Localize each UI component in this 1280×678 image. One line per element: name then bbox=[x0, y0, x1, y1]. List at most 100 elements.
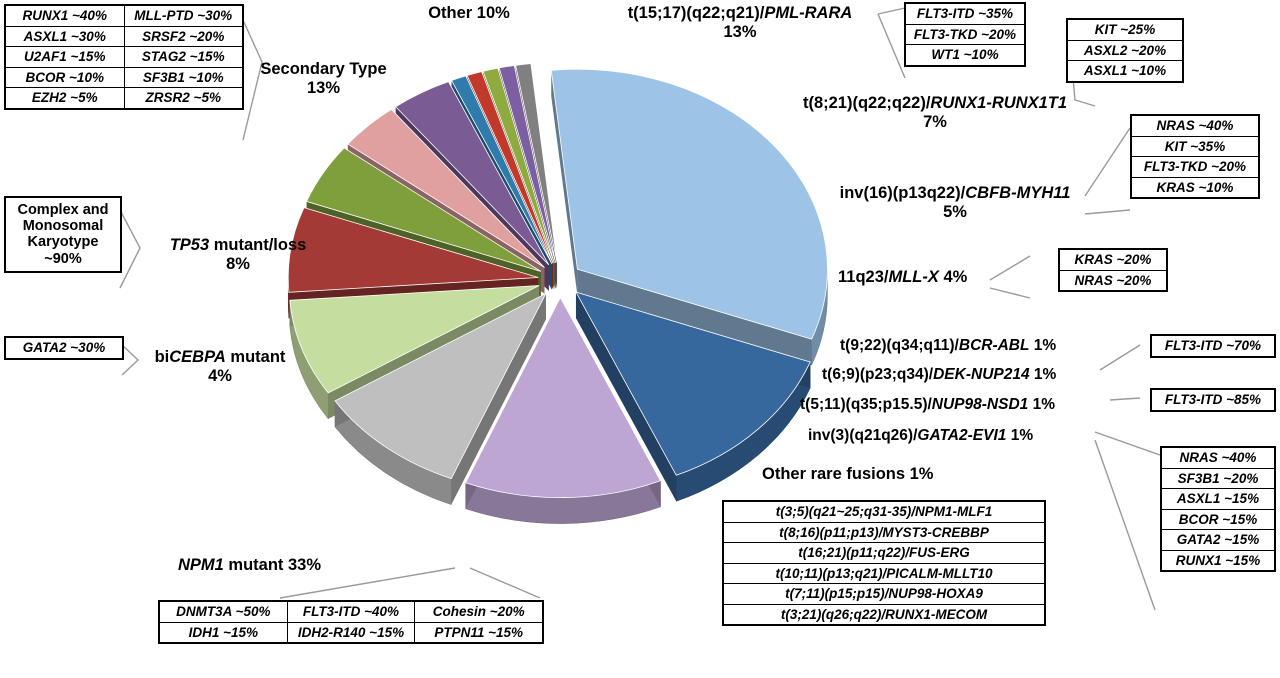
pml-rara-pct: 13% bbox=[723, 22, 757, 41]
annotation-row: ASXL1 ~30% SRSF2 ~20% bbox=[6, 26, 242, 47]
dek-cytogenetics: t(6;9)(p23;q34)/ bbox=[822, 366, 934, 383]
annotation-row: KRAS ~20% bbox=[1060, 250, 1166, 271]
pie-slice-wall-NPM1 mutant bbox=[577, 269, 812, 366]
other-rare-text: Other rare fusions 1% bbox=[762, 465, 934, 483]
annotation-cell: KRAS ~20% bbox=[1074, 252, 1152, 267]
pie-slice-biCEBPA mutant[interactable] bbox=[347, 108, 545, 268]
annotation-secondary-type: RUNX1 ~40%MLL-PTD ~30%ASXL1 ~30% SRSF2 ~2… bbox=[4, 4, 244, 110]
pie-slice-t(15;17)(q22;q21)/PML-RARA[interactable] bbox=[575, 291, 811, 476]
pie-slice-11q23/MLL-X[interactable] bbox=[395, 81, 550, 266]
pie-slice-inv(3)(q21q26)/GATA2-EVI1[interactable] bbox=[498, 65, 557, 263]
annotation-cell: SRSF2 ~20% bbox=[142, 28, 225, 44]
annotation-row: t(3;5)(q21~25;q31-35)/NPM1-MLF1 bbox=[724, 502, 1044, 523]
gata2-cytogenetics: inv(3)(q21q26)/ bbox=[808, 427, 918, 444]
annotation-cell: PTPN11 ~15% bbox=[434, 624, 524, 640]
pie-label-cbfb-myh11: inv(16)(p13q22)/CBFB-MYH11 5% bbox=[820, 184, 1090, 222]
annotation-cell: DNMT3A ~50% bbox=[160, 602, 288, 622]
annotation-row: FLT3-TKD ~20% bbox=[906, 25, 1024, 45]
annotation-cell: ASXL2 ~20% bbox=[1083, 42, 1167, 58]
nup98-gene: NUP98-NSD1 bbox=[931, 396, 1029, 413]
npm1-gene: NPM1 bbox=[178, 556, 224, 574]
annotation-row: FLT3-ITD ~85% bbox=[1152, 390, 1274, 410]
annotation-row: DNMT3A ~50%FLT3-ITD ~40% Cohesin ~20% bbox=[160, 602, 542, 623]
annotation-row: t(10;11)(p13;q21)/PICALM-MLLT10 bbox=[724, 564, 1044, 584]
runx1-pct: 7% bbox=[923, 112, 947, 131]
annotation-cell: KRAS ~10% bbox=[1156, 179, 1234, 195]
annotation-cell: GATA2 ~15% bbox=[1176, 532, 1260, 547]
annotation-cell: BCOR ~10% bbox=[6, 67, 125, 87]
annotation-cell: t(7;11)(p15;p15)/NUP98-HOXA9 bbox=[785, 586, 983, 601]
annotation-row: SF3B1 ~20% bbox=[1162, 469, 1274, 489]
annotation-cell: SF3B1 ~20% bbox=[1177, 470, 1259, 486]
annotation-mll-x: KRAS ~20%NRAS ~20% bbox=[1058, 248, 1168, 292]
annotation-cell: EZH2 ~5% bbox=[6, 88, 125, 108]
annotation-row: RUNX1 ~40%MLL-PTD ~30% bbox=[6, 6, 242, 27]
pie-slice-Other rare fusions[interactable] bbox=[515, 63, 558, 263]
bicebpa-gene: CEBPA bbox=[169, 348, 226, 366]
pie-slice-NPM1 mutant[interactable] bbox=[550, 68, 828, 340]
pie-slice-wall-Other bbox=[451, 293, 546, 505]
annotation-cell: U2AF1 ~15% bbox=[6, 47, 125, 67]
pie-label-mll-x: 11q23/MLL-X 4% bbox=[838, 268, 967, 287]
annotation-cell: FLT3-ITD ~85% bbox=[1164, 392, 1262, 407]
annotation-row: FLT3-TKD ~20% bbox=[1132, 157, 1258, 178]
annotation-cell: BCOR ~15% bbox=[1178, 511, 1258, 527]
annotation-cell: KIT ~25% bbox=[1094, 22, 1156, 37]
annotation-cell: FLT3-ITD ~70% bbox=[1164, 338, 1262, 353]
annotation-row: KRAS ~10% bbox=[1132, 178, 1258, 198]
pie-slice-Secondary Type[interactable] bbox=[465, 296, 662, 498]
annotation-cell: ASXL1 ~30% bbox=[6, 26, 125, 46]
annotation-cell: t(16;21)(p11;q22)/FUS-ERG bbox=[798, 545, 970, 560]
annotation-cell: GATA2 ~30% bbox=[22, 340, 106, 355]
pie-label-bcr-abl: t(9;22)(q34;q11)/BCR-ABL 1% bbox=[840, 337, 1056, 355]
pie-slice-t(9;22)(q34;q11)/BCR-ABL[interactable] bbox=[450, 75, 553, 264]
annotation-cell: Cohesin ~20% bbox=[432, 604, 525, 619]
pie-slice-t(5;11)(q35;p15.5)/NUP98-NSD1[interactable] bbox=[482, 67, 555, 264]
annotation-row: KIT ~35% bbox=[1132, 137, 1258, 157]
annotation-cell: IDH2-R140 ~15% bbox=[288, 622, 416, 642]
annotation-cell: ASXL1 ~10% bbox=[1083, 63, 1167, 78]
pie-slice-TP53 mutant/loss[interactable] bbox=[289, 285, 540, 394]
mllx-gene: MLL-X bbox=[888, 268, 939, 286]
pie-slice-inv(16)(p13q22)/CBFB-MYH11[interactable] bbox=[306, 147, 542, 272]
cbfb-gene: CBFB-MYH11 bbox=[965, 184, 1071, 202]
annotation-row: U2AF1 ~15%STAG2 ~15% bbox=[6, 47, 242, 68]
annotation-cell: KIT ~35% bbox=[1164, 138, 1226, 154]
runx1-gene: RUNX1-RUNX1T1 bbox=[930, 94, 1068, 112]
annotation-bicebpa: GATA2 ~30% bbox=[4, 336, 124, 360]
pie-slice-wall-t(15;17)(q22;q21)/PML-RARA bbox=[575, 292, 677, 502]
annotation-pml-rara: FLT3-ITD ~35%FLT3-TKD ~20% WT1 ~10% bbox=[904, 2, 1026, 67]
pie-label-runx1-runx1t1: t(8;21)(q22;q22)/RUNX1-RUNX1T1 7% bbox=[775, 94, 1095, 132]
annotation-gata2-evi1: NRAS ~40%SF3B1 ~20%ASXL1 ~15%BCOR ~15%GA… bbox=[1160, 446, 1276, 572]
pie-slice-t(6;9)(p23;q34)/DEK-NUP214[interactable] bbox=[466, 71, 554, 264]
annotation-row: FLT3-ITD ~70% bbox=[1152, 336, 1274, 356]
annotation-cell: WT1 ~10% bbox=[931, 47, 999, 62]
pie-label-gata2-evi1: inv(3)(q21q26)/GATA2-EVI1 1% bbox=[808, 427, 1033, 445]
bicebpa-prefix: bi bbox=[154, 348, 170, 366]
annotation-row: EZH2 ~5%ZRSR2 ~5% bbox=[6, 88, 242, 108]
pie-label-other-rare-fusions: Other rare fusions 1% bbox=[762, 465, 933, 484]
dek-pct: 1% bbox=[1029, 366, 1057, 383]
annotation-row: t(3;21)(q26;q22)/RUNX1-MECOM bbox=[724, 605, 1044, 625]
pie-slice-Other[interactable] bbox=[334, 292, 547, 480]
annotation-row: FLT3-ITD ~35% bbox=[906, 4, 1024, 25]
secondary-text: Secondary Type bbox=[260, 60, 387, 78]
annotation-row: NRAS ~40% bbox=[1162, 448, 1274, 469]
mllx-pct: 4% bbox=[938, 268, 968, 286]
npm1-pct: mutant 33% bbox=[223, 556, 322, 574]
annotation-cell: t(3;21)(q26;q22)/RUNX1-MECOM bbox=[780, 606, 988, 622]
pie-slice-wall-NPM1 mutant bbox=[551, 70, 578, 296]
pml-rara-gene: PML-RARA bbox=[764, 4, 853, 22]
annotation-row: t(7;11)(p15;p15)/NUP98-HOXA9 bbox=[724, 584, 1044, 605]
annotation-cell: FLT3-TKD ~20% bbox=[1143, 159, 1247, 174]
annotation-cbfb-myh11: NRAS ~40%KIT ~35%FLT3-TKD ~20%KRAS ~10% bbox=[1130, 114, 1260, 199]
annotation-cell: RUNX1 ~15% bbox=[1175, 552, 1261, 568]
annotation-cell: MLL-PTD ~30% bbox=[134, 8, 233, 23]
pie-slice-t(8;21)(q22;q22)/RUNX1-RUNX1T1[interactable] bbox=[287, 207, 539, 293]
annotation-cell: FLT3-ITD ~40% bbox=[288, 602, 416, 622]
annotation-row: GATA2 ~30% bbox=[6, 338, 122, 358]
